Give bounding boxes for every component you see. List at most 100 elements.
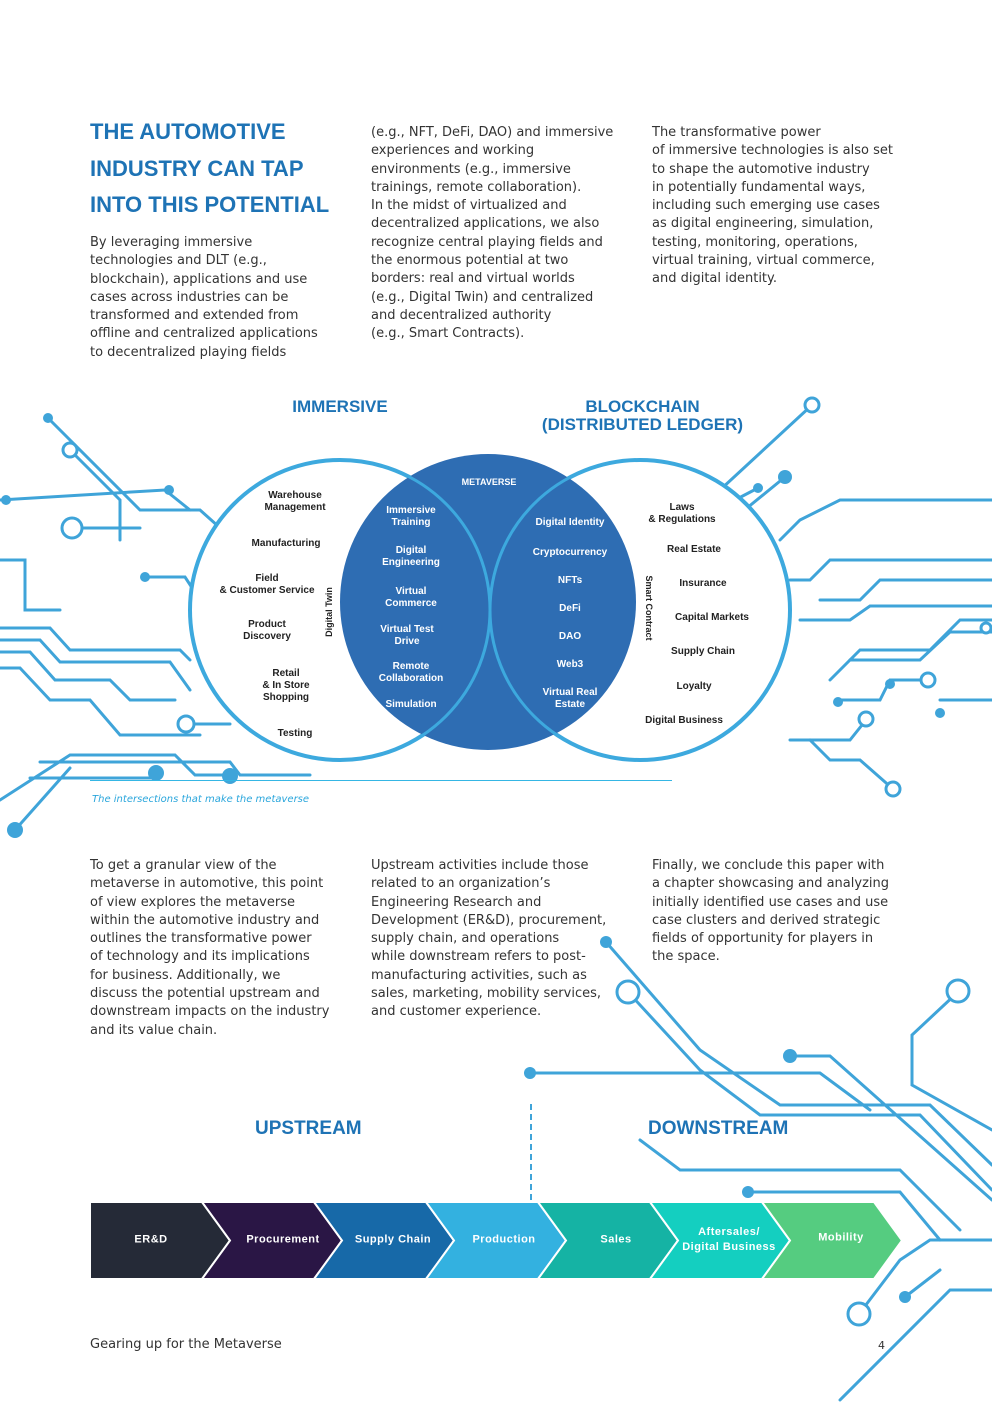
text-line: cases across industries can be [90, 289, 289, 305]
text-line: By leveraging immersive [90, 235, 253, 250]
item-line: Virtual Test [380, 624, 434, 635]
text-line: supply chain, and operations [371, 931, 560, 947]
item-line: Digital [395, 545, 427, 556]
text-line: within the automotive industry and [90, 912, 320, 928]
item-line: Warehouse [268, 490, 322, 501]
text-line: including such emerging use cases [652, 198, 880, 214]
immersive-title: IMMERSIVE [292, 397, 388, 416]
item-line: Laws [669, 502, 695, 513]
item-line: Training [391, 517, 431, 528]
venn-item-simulation: Simulation [385, 699, 436, 711]
heading-line: INDUSTRY CAN TAP [90, 155, 304, 181]
text-line: the enormous potential at two [371, 253, 569, 269]
chain-step-supply-chain: Supply Chain [355, 1233, 431, 1248]
heading-line: INTO THIS POTENTIAL [90, 192, 330, 217]
text-line: virtual training, virtual commerce, [652, 253, 875, 269]
item-line: Shopping [262, 692, 310, 703]
text-line: of view explores the metaverse [90, 894, 295, 910]
text-line: (e.g., Digital Twin) and centralized [371, 289, 594, 305]
item-line: Digital Identity [535, 517, 605, 528]
step-line: Sales [600, 1233, 632, 1246]
venn-item-insurance: Insurance [679, 578, 726, 590]
venn-item-manufacturing: Manufacturing [252, 538, 321, 550]
step-line: Mobility [818, 1231, 864, 1244]
item-line: Commerce [385, 598, 437, 609]
step-line: Production [472, 1233, 536, 1246]
item-line: Testing [277, 728, 313, 739]
item-line: Remote [392, 661, 430, 672]
text-line: the space. [652, 949, 720, 965]
text-line: The transformative power [652, 125, 821, 140]
item-line: DeFi [559, 603, 581, 614]
item-line: Loyalty [676, 681, 712, 692]
item-line: DAO [558, 631, 582, 642]
venn-item-nfts: NFTs [558, 575, 582, 587]
text-line: downstream impacts on the industry [90, 1004, 330, 1020]
item-line: Virtual Real [542, 687, 598, 698]
text-line: outlines the transformative power [90, 931, 312, 947]
item-line: Management [264, 502, 326, 513]
item-line: Field [255, 573, 279, 584]
text-line: in potentially fundamental ways, [652, 179, 866, 195]
item-line: Capital Markets [675, 612, 749, 623]
item-line: Retail [272, 668, 300, 679]
venn-item-cryptocurrency: Cryptocurrency [533, 547, 607, 559]
venn-item-real-estate: Real Estate [667, 544, 721, 556]
text-line: To get a granular view of the [90, 858, 277, 873]
text-line: offline and centralized applications [90, 326, 318, 342]
text-line: and digital identity. [652, 271, 778, 287]
intro-column-2: (e.g., NFT, DeFi, DAO) and immersive exp… [371, 124, 613, 344]
text-line: of technology and its implications [90, 949, 310, 965]
venn-item-defi: DeFi [559, 603, 581, 615]
text-line: testing, monitoring, operations, [652, 234, 858, 250]
item-line: Digital Business [645, 715, 723, 726]
blockchain-title: BLOCKCHAIN (DISTRIBUTED LEDGER) [530, 398, 755, 434]
page-number: 4 [878, 1339, 885, 1352]
text-line: (e.g., NFT, DeFi, DAO) and immersive [371, 125, 614, 140]
item-line: Virtual [395, 586, 427, 597]
chain-step-sales: Sales [600, 1233, 631, 1248]
venn-item-digital-business: Digital Business [645, 715, 723, 727]
text-line: (e.g., Smart Contracts). [371, 326, 525, 342]
item-line: Manufacturing [251, 538, 321, 549]
text-line: sales, marketing, mobility services, [371, 986, 601, 1002]
intro-column-3: The transformative power of immersive te… [652, 124, 893, 289]
item-line: Real Estate [667, 544, 721, 555]
intro-column-1: By leveraging immersive technologies and… [90, 234, 318, 362]
item-line: Web3 [556, 659, 584, 670]
blockchain-title-line: BLOCKCHAIN [585, 397, 700, 416]
upstream-label: UPSTREAM [255, 1118, 362, 1139]
venn-item-laws: Laws& Regulations [648, 502, 715, 526]
step-line: Aftersales/ [698, 1226, 760, 1238]
text-line: In the midst of virtualized and [371, 198, 567, 214]
heading-line: THE AUTOMOTIVE [90, 119, 286, 144]
item-line: Drive [394, 636, 420, 647]
item-line: & Customer Service [219, 585, 315, 596]
body-column-2: Upstream activities include those relate… [371, 857, 606, 1022]
venn-item-dao: DAO [559, 631, 581, 643]
text-line: while downstream refers to post- [371, 949, 586, 965]
item-line: Insurance [679, 578, 727, 589]
caption-divider [90, 780, 672, 781]
text-line: Engineering Research and [371, 894, 542, 910]
text-line: to decentralized playing fields [90, 344, 287, 360]
venn-item-loyalty: Loyalty [676, 681, 711, 693]
body-column-3: Finally, we conclude this paper with a c… [652, 857, 889, 967]
text-line: and its value chain. [90, 1022, 218, 1038]
text-line: discuss the potential upstream and [90, 986, 320, 1002]
text-line: fields of opportunity for players in [652, 931, 874, 947]
item-line: & Regulations [648, 514, 716, 525]
item-line: Collaboration [378, 673, 444, 684]
text-line: to shape the automotive industry [652, 161, 870, 177]
text-line: trainings, remote collaboration). [371, 179, 582, 195]
item-line: Product [248, 619, 286, 630]
